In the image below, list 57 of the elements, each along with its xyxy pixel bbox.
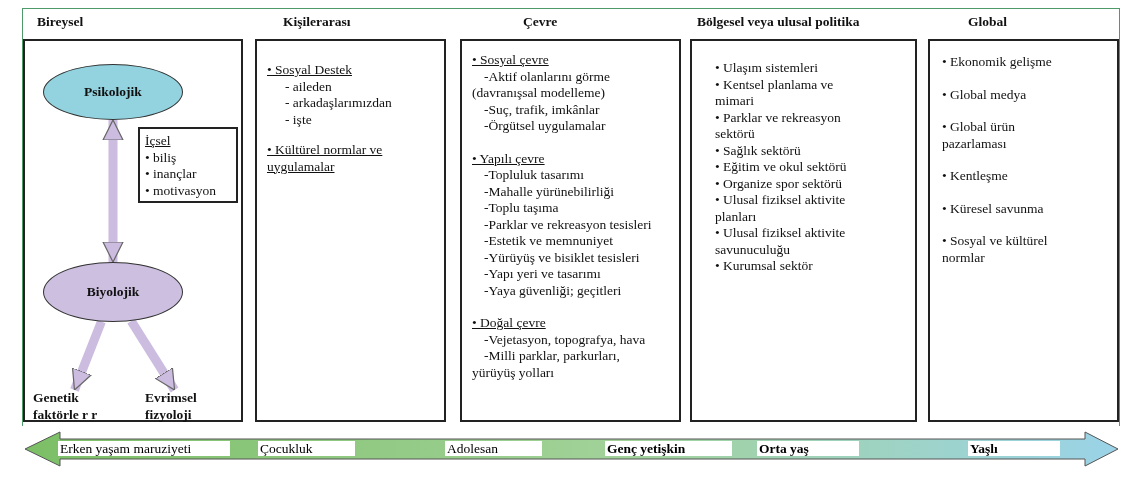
list-item: • Global ürün pazarlaması — [942, 119, 1016, 152]
list-item: -Parklar ve rekreasyon tesisleri — [483, 216, 653, 233]
list-item: • biliş — [145, 149, 178, 166]
list-item: -Milli parklar, parkurları, yürüyüş yolları — [472, 348, 621, 381]
list-item: • Kurumsal sektör — [715, 258, 814, 275]
list-item: -Örgütsel uygulamalar — [483, 118, 607, 135]
text-box — [138, 127, 238, 203]
list-item: -Vejetasyon, topografya, hava — [483, 331, 647, 348]
list-item: • Yapılı çevre — [472, 150, 546, 167]
stage-label: Erken yaşam maruziyeti — [58, 441, 230, 456]
stage-label: Genç yetişkin — [605, 441, 732, 456]
list-item: - işte — [284, 111, 313, 128]
list-item: • Kentleşme — [942, 168, 1009, 185]
block-arrow — [102, 119, 124, 263]
list-item: • Eğitim ve okul sektörü — [715, 159, 848, 176]
list-item: • motivasyon — [145, 182, 218, 199]
list-item: • Ulusal fiziksel aktivite planları — [715, 192, 847, 225]
list-item: -Suç, trafik, imkânlar — [483, 101, 601, 118]
column-heading: Global — [968, 14, 1007, 31]
list-item: -Mahalle yürünebilirliği — [483, 183, 616, 200]
list-item: • Kentsel planlama ve mimari — [715, 76, 835, 110]
list-item: • Doğal çevre — [472, 315, 547, 332]
column-heading: Bölgesel veya ulusal politika — [697, 14, 860, 31]
list-item: -Yaya güvenliği; geçitleri — [483, 282, 623, 299]
stage-label: Orta yaş — [757, 441, 859, 456]
box-heading: İçsel — [145, 133, 171, 150]
stage-label: Yaşlı — [968, 441, 1060, 456]
node-label: Biyolojik — [86, 283, 140, 301]
list-item: • inançlar — [145, 166, 198, 183]
list-item: -Yapı yeri ve tasarımı — [483, 266, 602, 283]
list-item: • Ekonomik gelişme — [942, 54, 1053, 71]
list-item: -Aktif olanlarını görme (davranışsal modelleme) — [472, 68, 611, 102]
column-heading: Kişilerarası — [283, 14, 351, 31]
stage-label: Adolesan — [445, 441, 542, 456]
list-item: • Ulaşım sistemleri — [715, 60, 819, 77]
stage-label: Çocukluk — [258, 441, 355, 456]
list-item: - aileden — [284, 78, 333, 95]
list-item: • Sosyal ve kültürel normlar — [942, 233, 1049, 266]
list-item: • Global medya — [942, 86, 1028, 103]
list-item: -Estetik ve memnuniyet — [483, 233, 614, 250]
list-item: • Sosyal çevre — [472, 52, 550, 69]
list-item: -Toplu taşıma — [483, 200, 560, 217]
column-heading: Çevre — [523, 14, 558, 31]
list-item: • Küresel savunma — [942, 200, 1045, 217]
list-item: • Sosyal Destek — [267, 62, 353, 79]
list-item: • Kültürel normlar ve uygulamalar — [267, 142, 384, 175]
list-item: • Sağlık sektörü — [715, 142, 802, 159]
list-item: • Organize spor sektörü — [715, 175, 844, 192]
list-item: - arkadaşlarımızdan — [284, 95, 393, 112]
node-label: Psikolojik — [84, 83, 142, 101]
list-item: -Topluluk tasarımı — [483, 167, 585, 184]
list-item: • Parklar ve rekreasyon sektörü — [715, 109, 842, 143]
column-heading: Bireysel — [37, 14, 84, 31]
factor-label: Evrimsel fizyoloji — [145, 390, 225, 423]
list-item: -Yürüyüş ve bisiklet tesisleri — [483, 249, 641, 266]
factor-label: Genetik faktörle r r — [33, 390, 103, 423]
list-item: • Ulusal fiziksel aktivite savunuculuğu — [715, 225, 847, 258]
